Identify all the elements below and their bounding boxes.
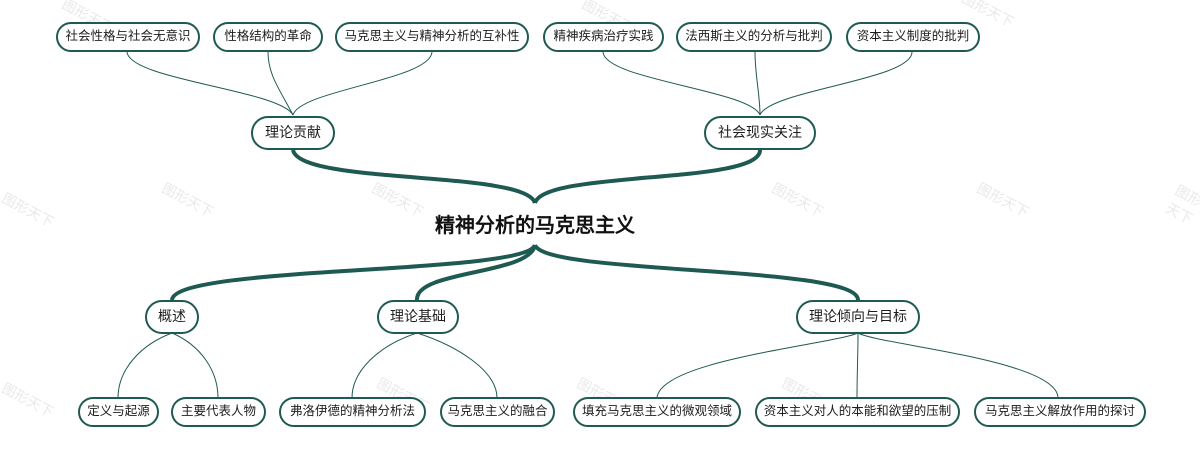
connector-goal-1 <box>656 332 859 399</box>
leaf-complementarity[interactable]: 马克思主义与精神分析的互补性 <box>335 22 529 52</box>
branch-theoretical-foundation[interactable]: 理论基础 <box>377 300 459 334</box>
connector-foundation-1 <box>351 332 418 399</box>
connector-goal-2 <box>856 332 859 399</box>
leaf-fascism-critique[interactable]: 法西斯主义的分析与批判 <box>676 22 832 52</box>
leaf-micro-domain[interactable]: 填充马克思主义的微观领域 <box>573 397 741 427</box>
connector-social-2 <box>754 51 761 116</box>
branch-theoretical-contribution[interactable]: 理论贡献 <box>251 116 335 150</box>
leaf-liberation-role[interactable]: 马克思主义解放作用的探讨 <box>974 397 1146 427</box>
leaf-freud-method[interactable]: 弗洛伊德的精神分析法 <box>279 397 426 427</box>
connector-overview-2 <box>171 332 219 399</box>
connector-social-1 <box>602 51 761 116</box>
branch-overview[interactable]: 概述 <box>145 300 199 334</box>
branch-tendency-goal[interactable]: 理论倾向与目标 <box>796 300 920 334</box>
leaf-capitalism-critique[interactable]: 资本主义制度的批判 <box>846 22 980 52</box>
connector-root-overview <box>170 243 537 301</box>
connector-root-goal <box>533 243 860 301</box>
connector-contribution-3 <box>292 51 433 116</box>
leaf-mental-illness-treatment[interactable]: 精神疾病治疗实践 <box>543 22 664 52</box>
leaf-representatives[interactable]: 主要代表人物 <box>171 397 266 427</box>
connector-root-foundation <box>414 244 537 301</box>
leaf-instinct-repression[interactable]: 资本主义对人的本能和欲望的压制 <box>755 397 960 427</box>
connector-overview-1 <box>117 332 173 399</box>
leaf-character-revolution[interactable]: 性格结构的革命 <box>213 22 323 52</box>
connector-social-3 <box>759 51 913 116</box>
connector-root-contribution <box>291 149 537 205</box>
branch-social-reality[interactable]: 社会现实关注 <box>704 116 816 150</box>
connector-contribution-1 <box>126 51 294 116</box>
connector-root-social <box>533 149 762 205</box>
connector-foundation-2 <box>416 332 498 399</box>
connector-contribution-2 <box>267 51 294 116</box>
leaf-definition-origin[interactable]: 定义与起源 <box>78 397 159 427</box>
root-topic[interactable]: 精神分析的马克思主义 <box>435 213 635 237</box>
leaf-social-character[interactable]: 社会性格与社会无意识 <box>56 22 200 52</box>
connector-goal-3 <box>857 332 1059 399</box>
leaf-marxism-fusion[interactable]: 马克思主义的融合 <box>440 397 555 427</box>
